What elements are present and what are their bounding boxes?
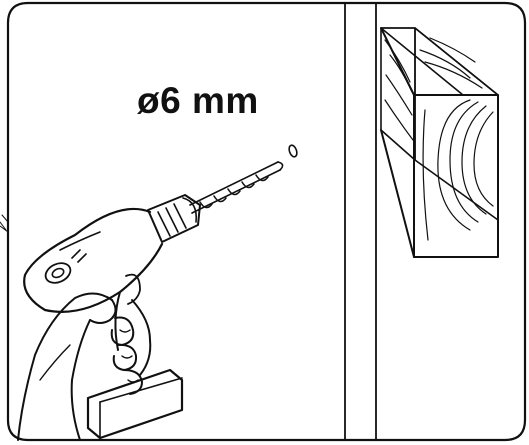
wall-icon xyxy=(344,2,377,441)
hand-icon xyxy=(17,292,143,441)
drill-bit-size-label: ø6 mm xyxy=(137,80,259,121)
drill-icon xyxy=(23,144,298,440)
wood-block-icon xyxy=(380,27,499,258)
